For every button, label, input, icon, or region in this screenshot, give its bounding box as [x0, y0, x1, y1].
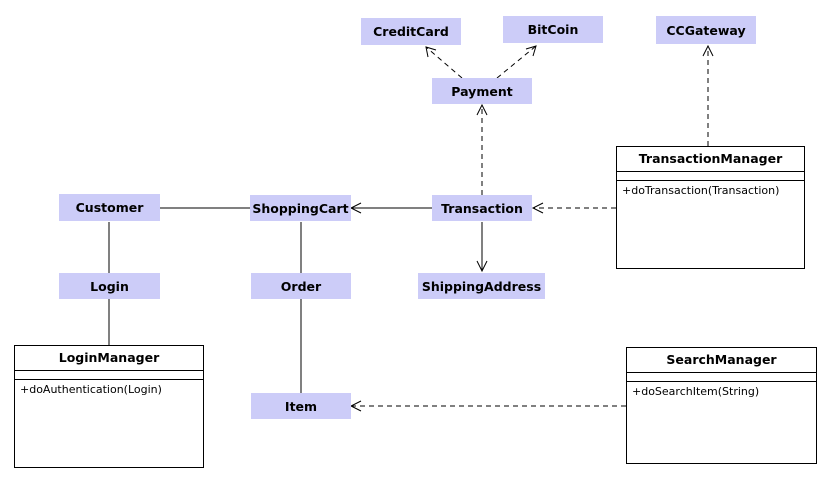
class-transactionmanager[interactable]: TransactionManager +doTransaction(Transa…	[616, 146, 805, 269]
class-shoppingcart[interactable]: ShoppingCart	[250, 195, 351, 221]
operation-doauthentication: +doAuthentication(Login)	[20, 383, 162, 396]
arrowhead-shoppingcart	[349, 202, 362, 214]
arrowhead-shipping	[476, 260, 488, 273]
class-name: LoginManager	[15, 346, 203, 371]
attributes-compartment	[15, 371, 203, 380]
arrowhead-payment	[476, 103, 488, 116]
arrowhead-creditcard	[425, 46, 437, 58]
class-ccgateway[interactable]: CCGateway	[656, 16, 756, 44]
edge-payment-creditcard	[425, 46, 463, 79]
class-searchmanager[interactable]: SearchManager +doSearchItem(String)	[626, 347, 817, 464]
class-loginmanager[interactable]: LoginManager +doAuthentication(Login)	[14, 345, 204, 468]
class-item[interactable]: Item	[251, 393, 351, 419]
class-bitcoin[interactable]: BitCoin	[503, 16, 603, 43]
arrowhead-item	[349, 400, 362, 412]
class-shippingaddress[interactable]: ShippingAddress	[418, 273, 545, 299]
class-transaction[interactable]: Transaction	[432, 195, 532, 221]
class-payment[interactable]: Payment	[432, 78, 532, 104]
class-name: TransactionManager	[617, 147, 804, 172]
class-login[interactable]: Login	[59, 273, 160, 299]
arrowhead-transaction	[531, 202, 544, 214]
arrowhead-ccgateway	[702, 44, 714, 57]
class-creditcard[interactable]: CreditCard	[361, 18, 461, 45]
arrowhead-bitcoin	[525, 45, 537, 57]
operation-dosearchitem: +doSearchItem(String)	[632, 385, 760, 398]
operation-dotransaction: +doTransaction(Transaction)	[622, 184, 780, 197]
class-name: SearchManager	[627, 348, 816, 373]
class-order[interactable]: Order	[251, 273, 351, 299]
attributes-compartment	[617, 172, 804, 181]
edge-payment-bitcoin	[496, 45, 537, 79]
class-customer[interactable]: Customer	[59, 194, 160, 221]
attributes-compartment	[627, 373, 816, 382]
